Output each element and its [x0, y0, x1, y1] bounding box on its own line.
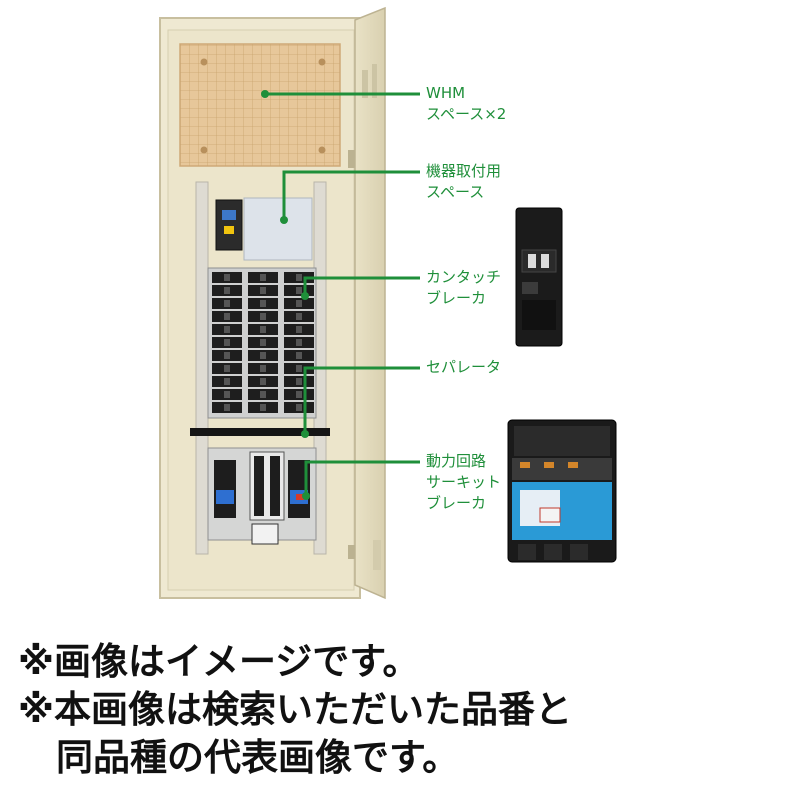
caption-line-2: ※本画像は検索いただいた品番と — [18, 688, 572, 731]
cabinet-door — [348, 6, 386, 600]
branch-breaker-bank — [207, 267, 317, 419]
separator-label: セパレータ — [426, 357, 501, 378]
touch-breaker-product — [515, 207, 563, 347]
branch-breaker — [248, 389, 278, 400]
branch-breaker — [284, 350, 314, 361]
power-callout-dot — [302, 492, 310, 500]
branch-breaker — [248, 285, 278, 296]
branch-breaker — [212, 402, 242, 413]
separator-bar — [190, 428, 330, 436]
caption-line-1: ※画像はイメージです。 — [18, 640, 420, 683]
branch-breaker — [284, 363, 314, 374]
callout-leaders — [261, 90, 420, 500]
branch-breaker — [212, 363, 242, 374]
branch-breaker — [284, 298, 314, 309]
touch-breaker-label: カンタッチ ブレーカ — [426, 267, 501, 309]
branch-breaker — [284, 402, 314, 413]
branch-breaker — [212, 337, 242, 348]
branch-breaker — [248, 272, 278, 283]
breaker-callout-dot — [301, 292, 309, 300]
branch-breaker — [212, 389, 242, 400]
power-breaker-label: 動力回路 サーキット ブレーカ — [426, 451, 501, 514]
separator-label-line1: セパレータ — [426, 358, 502, 376]
branch-breaker — [212, 350, 242, 361]
touch-breaker-label-line2: ブレーカ — [426, 289, 487, 307]
branch-breaker — [248, 337, 278, 348]
branch-breaker — [284, 272, 314, 283]
branch-breaker — [248, 350, 278, 361]
whm-label-line1: WHM — [426, 84, 466, 102]
touch-breaker-label-line1: カンタッチ — [426, 268, 502, 286]
branch-breaker — [284, 285, 314, 296]
branch-breaker — [212, 285, 242, 296]
branch-breaker — [248, 311, 278, 322]
caption-line-3: 同品種の代表画像です。 — [56, 736, 460, 779]
branch-breaker — [248, 324, 278, 335]
branch-breaker — [284, 311, 314, 322]
equipment-label-line1: 機器取付用 — [426, 162, 502, 180]
branch-breaker — [284, 376, 314, 387]
whm-space-label: WHM スペース×2 — [426, 83, 506, 125]
branch-breaker — [248, 402, 278, 413]
branch-breaker — [212, 298, 242, 309]
branch-breaker — [248, 298, 278, 309]
branch-breaker — [284, 389, 314, 400]
branch-breaker — [284, 324, 314, 335]
separator-callout-dot — [301, 430, 309, 438]
branch-breaker — [212, 376, 242, 387]
equipment-label-line2: スペース — [426, 183, 485, 201]
branch-breaker — [212, 311, 242, 322]
power-breaker-label-line3: ブレーカ — [426, 494, 487, 512]
circuit-breaker-product — [507, 419, 617, 563]
branch-breaker — [248, 376, 278, 387]
branch-breaker — [212, 324, 242, 335]
power-breaker-label-line2: サーキット — [426, 473, 502, 491]
branch-breaker — [284, 337, 314, 348]
equipment-space-label: 機器取付用 スペース — [426, 161, 501, 203]
power-breaker-label-line1: 動力回路 — [426, 452, 487, 470]
whm-label-line2: スペース×2 — [426, 105, 507, 123]
branch-breaker — [248, 363, 278, 374]
equipment-callout-dot — [280, 216, 288, 224]
power-circuit-area — [207, 447, 317, 545]
equipment-space — [215, 197, 313, 261]
whm-space-board — [179, 43, 341, 167]
whm-callout-dot — [261, 90, 269, 98]
branch-breaker — [212, 272, 242, 283]
